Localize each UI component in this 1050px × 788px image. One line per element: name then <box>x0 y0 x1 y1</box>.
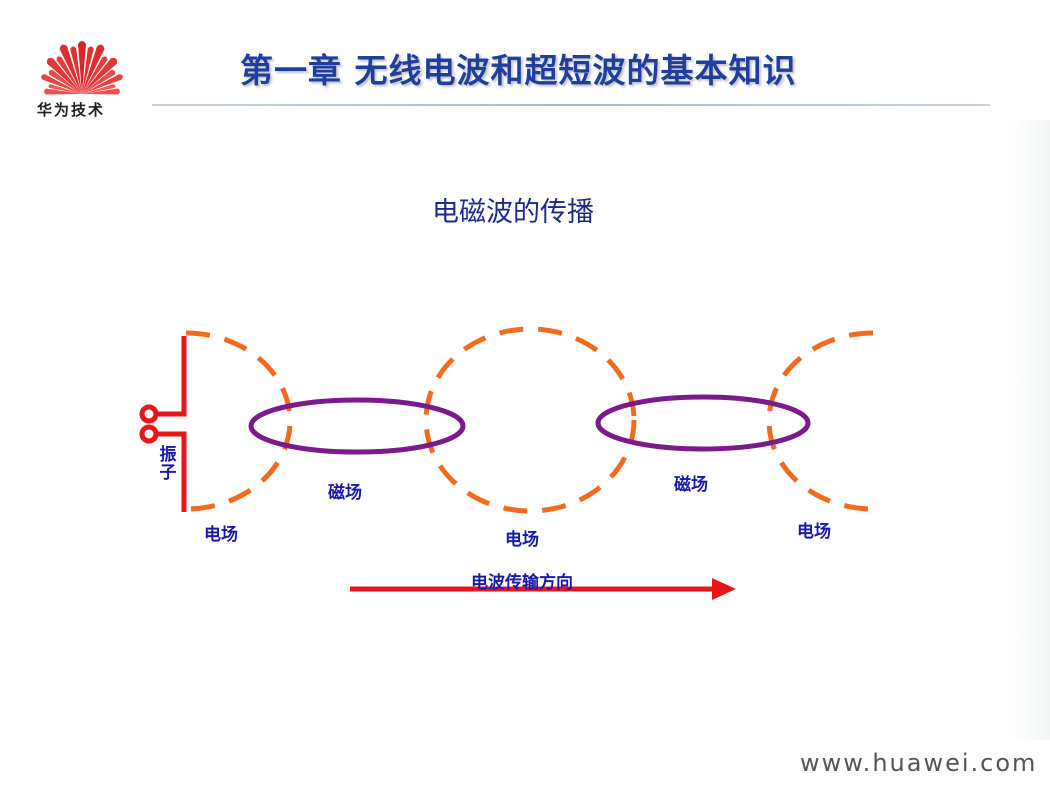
electric-field-label-2: 电场 <box>505 530 539 550</box>
footer-url: www.huawei.com <box>800 749 1038 777</box>
magnetic-field-label-1: 磁场 <box>328 483 362 503</box>
electric-field-label-1: 电场 <box>204 525 238 545</box>
electric-field-2 <box>423 326 637 514</box>
dipole <box>139 336 187 512</box>
magnetic-field-label-2: 磁场 <box>674 475 708 495</box>
electric-field-1 <box>185 330 293 512</box>
logo-text: 华为技术 <box>37 101 106 119</box>
propagation-arrow <box>350 578 736 600</box>
propagation-direction-label: 电波传输方向 <box>471 573 573 593</box>
diagram-subtitle: 电磁波的传播 <box>432 197 594 228</box>
dipole-label: 振子 <box>159 445 177 483</box>
background-decoration <box>1010 120 1050 740</box>
electric-field-label-3: 电场 <box>797 522 831 542</box>
huawei-logo <box>41 41 123 95</box>
magnetic-field-2 <box>595 394 811 452</box>
title-divider <box>152 104 990 106</box>
magnetic-field-1 <box>248 397 466 455</box>
slide-title: 第一章 无线电波和超短波的基本知识 <box>240 51 797 90</box>
electric-field-3 <box>766 330 874 512</box>
